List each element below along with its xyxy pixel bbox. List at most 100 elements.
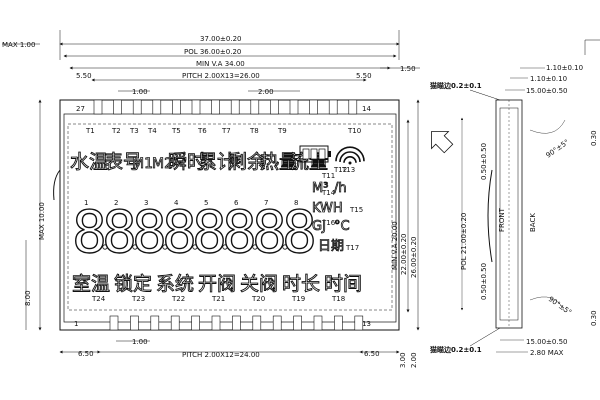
segment-label-t5: T5 (171, 127, 181, 135)
digit-glyph: 8 (102, 198, 137, 266)
digit-glyph: 8 (132, 198, 167, 266)
top-pin (113, 99, 122, 115)
segment-label-t1: T1 (85, 127, 95, 135)
d280-label: 2.80 MAX (530, 349, 564, 357)
top-segment-text: M2 (152, 156, 173, 172)
d1500b-label: 15.00±0.50 (526, 338, 568, 346)
d1500-label: 15.00±0.50 (526, 87, 568, 95)
segment-label-t10: T10 (347, 127, 361, 135)
digit-glyph: 8 (192, 198, 227, 266)
bottom-segment-text: 关阀 (240, 273, 278, 295)
view-direction-arrow-icon (431, 131, 454, 154)
top-segment-text: 水温 (70, 151, 108, 173)
segment-label-t23: T23 (131, 295, 145, 303)
decimal-point (252, 244, 258, 250)
bottom-segment-text: 开阀 (198, 273, 236, 295)
pol21-label: POL 21.00±0.20 (460, 213, 468, 270)
segment-label-t18: T18 (331, 295, 345, 303)
pin-label-13: 13 (362, 320, 371, 328)
back-label: BACK (529, 213, 537, 232)
segment-label-t24: T24 (91, 295, 106, 303)
digit-index: 4 (174, 199, 179, 207)
segment-label-t17: T17 (345, 244, 359, 252)
min-va-vertical: MIN V.A 20.00 (391, 221, 399, 270)
segment-label-t19: T19 (291, 295, 305, 303)
bottom-segment-text: 室温 (72, 273, 110, 295)
top-pitch-label: PITCH 2.00X13=26.00 (182, 72, 260, 80)
top-pin (309, 99, 318, 115)
bottom-left-offset: 6.50 (78, 350, 94, 358)
segment-label-t4: T4 (147, 127, 157, 135)
segment-label-t22: T22 (171, 295, 185, 303)
bottom-segment-text: 时间 (324, 273, 362, 295)
top-pin-row (93, 99, 358, 115)
overall-width-label: 37.00±0.20 (200, 35, 242, 43)
digit-glyph: 8 (252, 198, 287, 266)
bottom-pin (293, 315, 302, 331)
d030-bot: 0.30 (590, 310, 598, 326)
bottom-pin (232, 315, 241, 331)
segment-label-t11: T11 (321, 172, 335, 180)
segment-label-t7: T7 (221, 127, 231, 135)
top-segment-text: M1 (132, 156, 153, 172)
decimal-point (222, 244, 228, 250)
pin-label-27: 27 (76, 105, 85, 113)
top-right-offset: 5.50 (356, 72, 372, 80)
decimal-point (132, 244, 138, 250)
h22-label: 22.00±0.20 (400, 234, 408, 276)
bottom-right-offset: 6.50 (364, 350, 380, 358)
unit-segment: 日期 (318, 239, 344, 254)
right-top-gap: 1.50 (400, 65, 416, 73)
bottom-pin (354, 315, 364, 331)
segment-label-t13: T13 (341, 166, 355, 174)
min-va-label: MIN V.A 34.00 (196, 60, 245, 68)
decimal-point (162, 244, 168, 250)
polarizer-outline (63, 113, 397, 323)
digit-glyph: 8 (222, 198, 257, 266)
top-segment-text: 瞬时 (168, 151, 206, 173)
bottom-segment-text: 时长 (282, 273, 320, 295)
top-pin (348, 99, 358, 115)
wireless-signal-icon (335, 146, 365, 165)
segment-label-t12: T12 (333, 166, 347, 174)
top-pin (328, 99, 338, 115)
decimal-point (282, 244, 288, 250)
top-left-offset: 5.50 (76, 72, 92, 80)
top-segment-text: 剩余 (228, 151, 266, 173)
top-pin (152, 99, 162, 115)
top-segment-text: 热量 (260, 151, 298, 173)
view-area (67, 123, 393, 311)
bottom-pin (252, 315, 262, 331)
bottom-segment-text: 锁定 (114, 273, 152, 295)
side-top-label: 猫瞄边0.2±0.1 (430, 81, 482, 90)
d110-label: 1.10±0.10 (546, 64, 583, 72)
digit-index: 6 (234, 199, 239, 207)
digit-index: 5 (204, 199, 208, 207)
top-pin (250, 99, 260, 115)
bottom-pin-gap: 1.00 (132, 338, 148, 346)
pin-label-14: 14 (362, 105, 371, 113)
bottom-pin-row (109, 315, 364, 331)
max-left-label: MAX 10.00 (38, 202, 46, 240)
unit-segment: M³ (312, 181, 328, 196)
top-pin (172, 99, 181, 115)
digit-index: 7 (264, 199, 268, 207)
bottom-pitch-label: PITCH 2.00X12=24.00 (182, 351, 260, 359)
max-top-label: MAX 1.00 (2, 41, 35, 49)
side-bottom-label: 猫瞄边0.2±0.1 (430, 345, 482, 354)
segment-label-t15: T15 (349, 206, 363, 214)
digit-index: 8 (294, 199, 298, 207)
unit-segment: GJ (312, 219, 326, 234)
segment-label-t9: T9 (277, 127, 287, 135)
bottom-segment-text: 系统 (156, 273, 194, 295)
bottom-pin (211, 315, 221, 331)
bottom-pin (313, 315, 323, 331)
segment-label-t16: T16 (321, 219, 336, 227)
top-pin (191, 99, 201, 115)
segment-label-t6: T6 (197, 127, 207, 135)
digit-glyph: 8 (162, 198, 197, 266)
angle-bottom: 90°±5° (547, 295, 573, 317)
d050-bot: 0.50±0.50 (480, 263, 488, 300)
